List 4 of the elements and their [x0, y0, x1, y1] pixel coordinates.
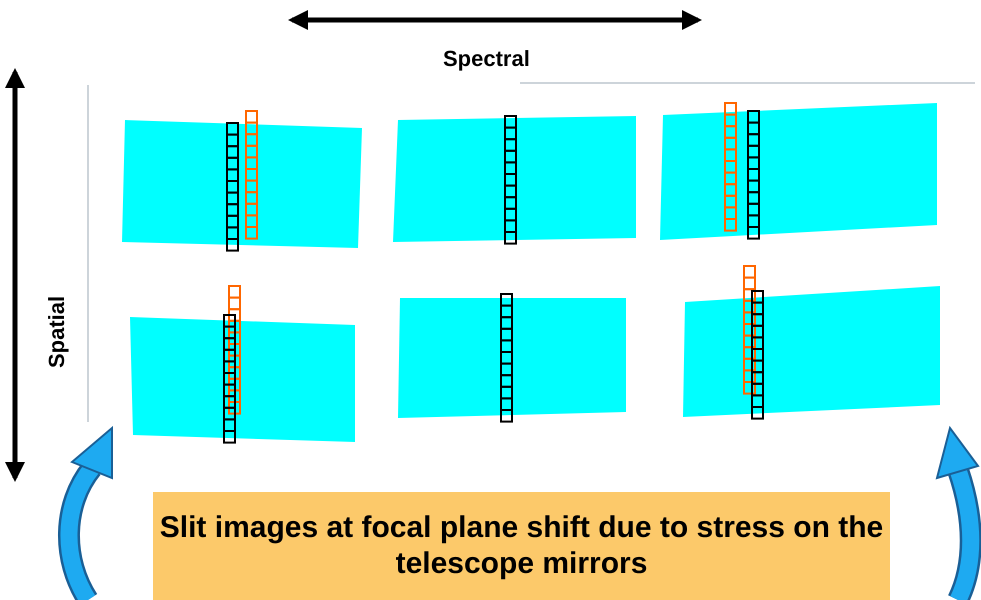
note-text: Slit images at focal plane shift due to stress on the telescope mirrors [158, 510, 884, 582]
axis-label: Spectral [443, 46, 530, 72]
note-box [153, 492, 890, 600]
axis-label: Spatial [44, 296, 70, 368]
